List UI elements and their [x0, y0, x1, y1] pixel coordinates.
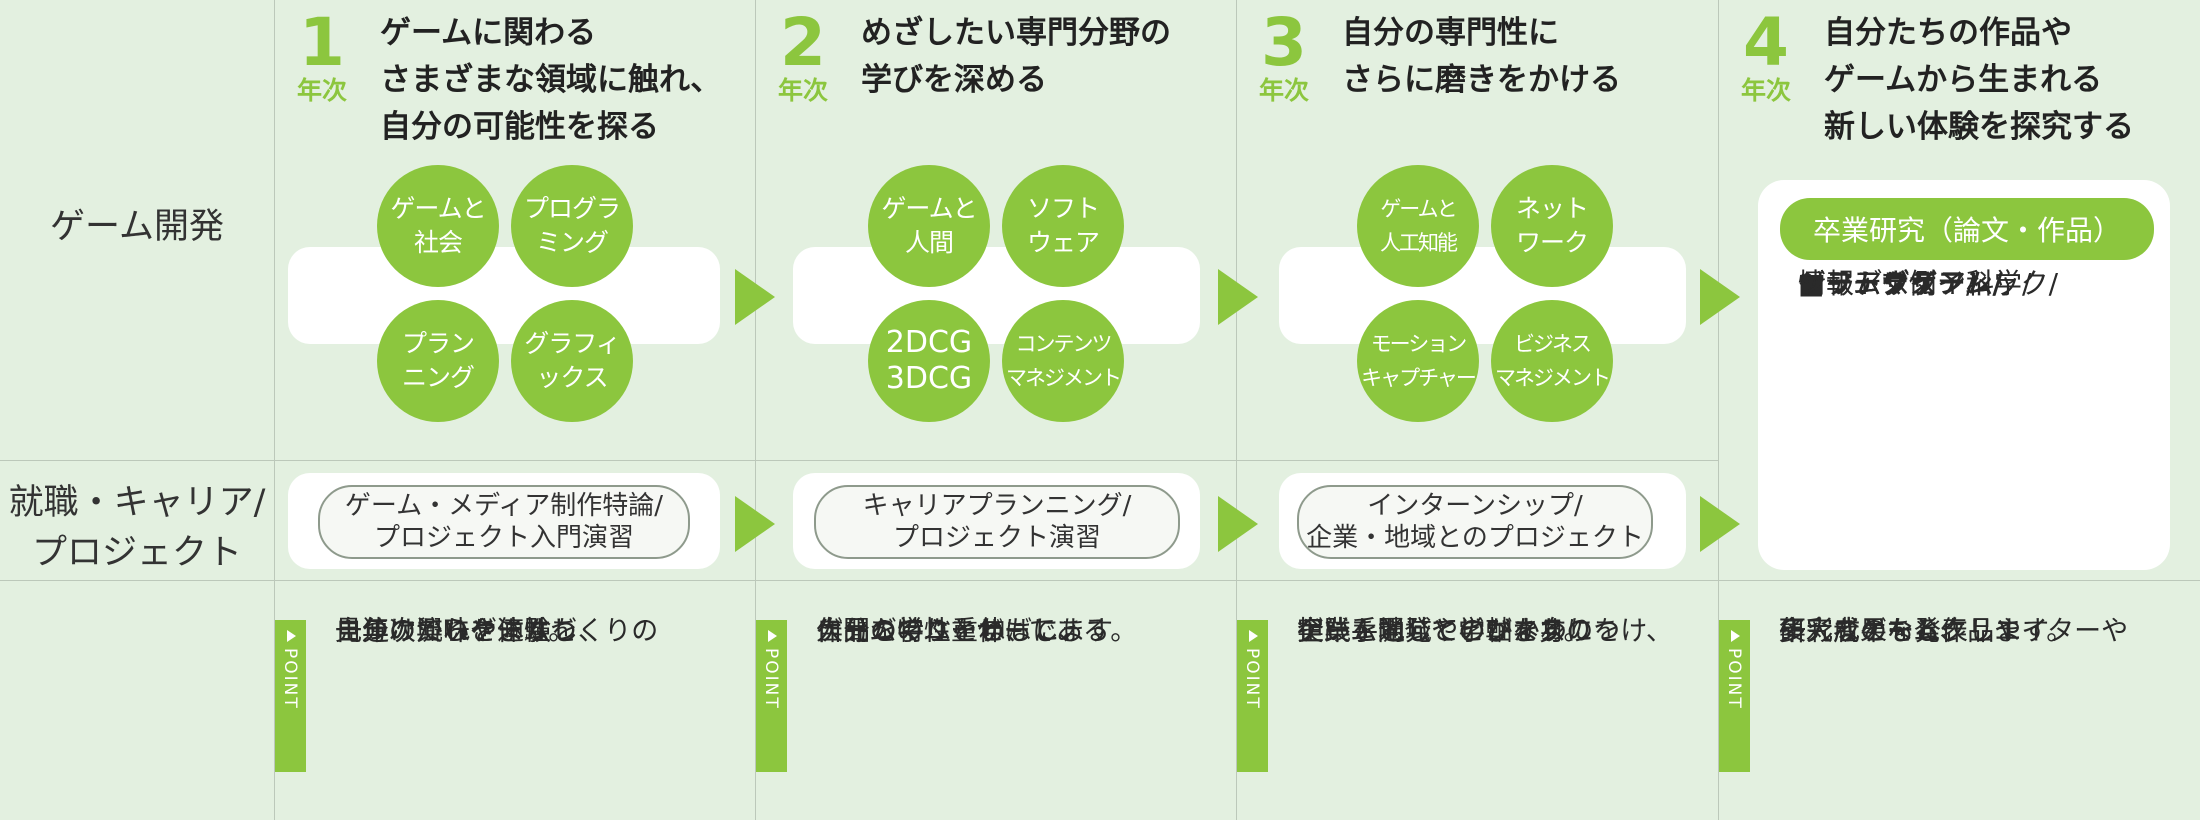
point-line: 見つけていきます。 — [335, 616, 576, 647]
graduation-research-header: 卒業研究（論文・作品） — [1780, 198, 2154, 260]
topic-circle: ビジネス マネジメント — [1491, 300, 1613, 422]
grid-divider — [0, 460, 1718, 461]
point-line: 担い手としての軸を身につけ、 — [1297, 616, 1673, 647]
progress-arrow — [735, 269, 775, 325]
year-title-line: 自分の可能性を探る — [380, 109, 659, 145]
point-line: 研究者のもと、 — [1779, 616, 1967, 647]
progress-arrow — [1218, 496, 1258, 552]
progress-arrow — [1700, 269, 1740, 325]
topic-circle: 2DCG 3DCG — [868, 300, 990, 422]
theme-heading: ■テーマ例 — [1798, 267, 1937, 300]
point-line: 作品づくり重ね、 — [816, 616, 1032, 647]
topic-circle: プラン ニング — [377, 300, 499, 422]
year-title-line: さまざまな領域に触れ、 — [380, 62, 722, 98]
play-icon — [1249, 630, 1258, 642]
grid-divider — [755, 0, 756, 820]
year-title-line: 新しい体験を探究する — [1824, 109, 2134, 145]
theme-item: ソフトウェア科学/ — [1798, 267, 2032, 300]
year-2-title: めざしたい専門分野の 学びを深める — [861, 10, 1171, 104]
row-label-career: 就職・キャリア/ プロジェクト — [0, 478, 274, 578]
year-number: 3 — [1261, 4, 1307, 81]
point-tag: POINT — [275, 620, 306, 772]
point-label: POINT — [280, 648, 300, 710]
point-label: POINT — [1724, 648, 1744, 710]
year-unit: 年次 — [777, 76, 828, 105]
career-course-pill: ゲーム・メディア制作特論/ プロジェクト入門演習 — [318, 485, 690, 559]
year-4-header: 4 年次 — [1731, 10, 1801, 106]
point-label: POINT — [761, 648, 781, 710]
grid-divider — [274, 0, 275, 820]
topic-circle: ネット ワーク — [1491, 165, 1613, 287]
topic-band — [288, 247, 720, 344]
progress-arrow — [1218, 269, 1258, 325]
year-title-line: 自分の専門性に — [1342, 15, 1559, 51]
play-icon — [287, 630, 296, 642]
year-2-header: 2 年次 — [768, 10, 838, 106]
topic-circle: モーション キャプチャー — [1357, 300, 1479, 422]
topic-band — [1279, 247, 1686, 344]
point-line: ゲームのユーザーである — [816, 616, 1110, 647]
point-line: 多彩なゲームクリエイターや — [1779, 616, 2129, 647]
year-number: 4 — [1743, 4, 1789, 81]
theme-item: ゲームデザイン/ — [1798, 267, 2003, 300]
point-line: 実践を通して学びます。 — [1297, 616, 1591, 647]
year-title-line: さらに磨きをかける — [1342, 62, 1621, 98]
point-line: 人間を学ぶとともに、 — [816, 616, 1086, 647]
topic-circle: ゲームと 人間 — [868, 165, 990, 287]
point-line: 研究成果を発表します。 — [1779, 616, 2074, 647]
year-3-header: 3 年次 — [1249, 10, 1319, 106]
year-number: 1 — [299, 4, 345, 81]
grid-divider — [1236, 0, 1237, 820]
row-label-career-line: プロジェクト — [31, 533, 242, 573]
row-label-career-line: 就職・キャリア/ — [8, 483, 266, 523]
progress-arrow — [1700, 496, 1740, 552]
career-course-pill: キャリアプランニング/ プロジェクト演習 — [814, 485, 1180, 559]
point-label: POINT — [1242, 648, 1262, 710]
theme-item: ゲームグラフィック/ — [1798, 267, 2059, 300]
topic-circle: ゲームと 社会 — [377, 165, 499, 287]
topic-circle: ソフト ウェア — [1002, 165, 1124, 287]
year-title-line: 学びを深める — [861, 62, 1047, 98]
point-line: １年次からゲームづくりの — [335, 616, 659, 647]
year-number: 2 — [780, 4, 826, 81]
point-line: 集大成となる作品や — [1779, 616, 2022, 647]
year-unit: 年次 — [1740, 76, 1791, 105]
point-line: 自分の特性を伸ばします。 — [816, 616, 1138, 647]
year-title-line: 自分たちの作品や — [1824, 15, 2072, 51]
career-course-pill: インターンシップ/ 企業・地域とのプロジェクト — [1297, 485, 1653, 559]
point-line: ゲーム開発やビジネスの — [1297, 616, 1594, 647]
point-tag: POINT — [756, 620, 787, 772]
year-unit: 年次 — [1258, 76, 1309, 105]
year-4-title: 自分たちの作品や ゲームから生まれる 新しい体験を探究する — [1824, 10, 2134, 151]
topic-circle: コンテンツ マネジメント — [1002, 300, 1124, 422]
play-icon — [768, 630, 777, 642]
theme-item: シリアスゲーム — [1798, 267, 1994, 300]
point-tag: POINT — [1719, 620, 1750, 772]
row-label-game-dev: ゲーム開発 — [50, 207, 224, 247]
topic-band — [793, 247, 1200, 344]
topic-circle: ゲームと 人工知能 — [1357, 165, 1479, 287]
point-line: 企業・地域とのかかわりを — [1297, 616, 1621, 647]
grid-divider — [1718, 0, 1719, 820]
topic-circle: グラフィ ックス — [511, 300, 633, 422]
year-1-header: 1 年次 — [287, 10, 357, 106]
theme-item: ゲームシステム/ — [1798, 267, 2002, 300]
year-3-title: 自分の専門性に さらに磨きをかける — [1342, 10, 1621, 104]
grid-divider — [0, 580, 2200, 581]
point-tag: POINT — [1237, 620, 1268, 772]
play-icon — [1731, 630, 1740, 642]
theme-item: 情報デザイン/ — [1798, 267, 1976, 300]
year-title-line: ゲームに関わる — [380, 15, 597, 51]
point-line: 自分の興味や適性を — [335, 616, 578, 647]
year-1-title: ゲームに関わる さまざまな領域に触れ、 自分の可能性を探る — [380, 10, 721, 151]
year-title-line: めざしたい専門分野の — [861, 15, 1171, 51]
year-unit: 年次 — [296, 76, 347, 105]
point-line: 一連の流れを体験し、 — [335, 616, 605, 647]
year-title-line: ゲームから生まれる — [1824, 62, 2103, 98]
progress-arrow — [735, 496, 775, 552]
topic-circle: プログラ ミング — [511, 165, 633, 287]
